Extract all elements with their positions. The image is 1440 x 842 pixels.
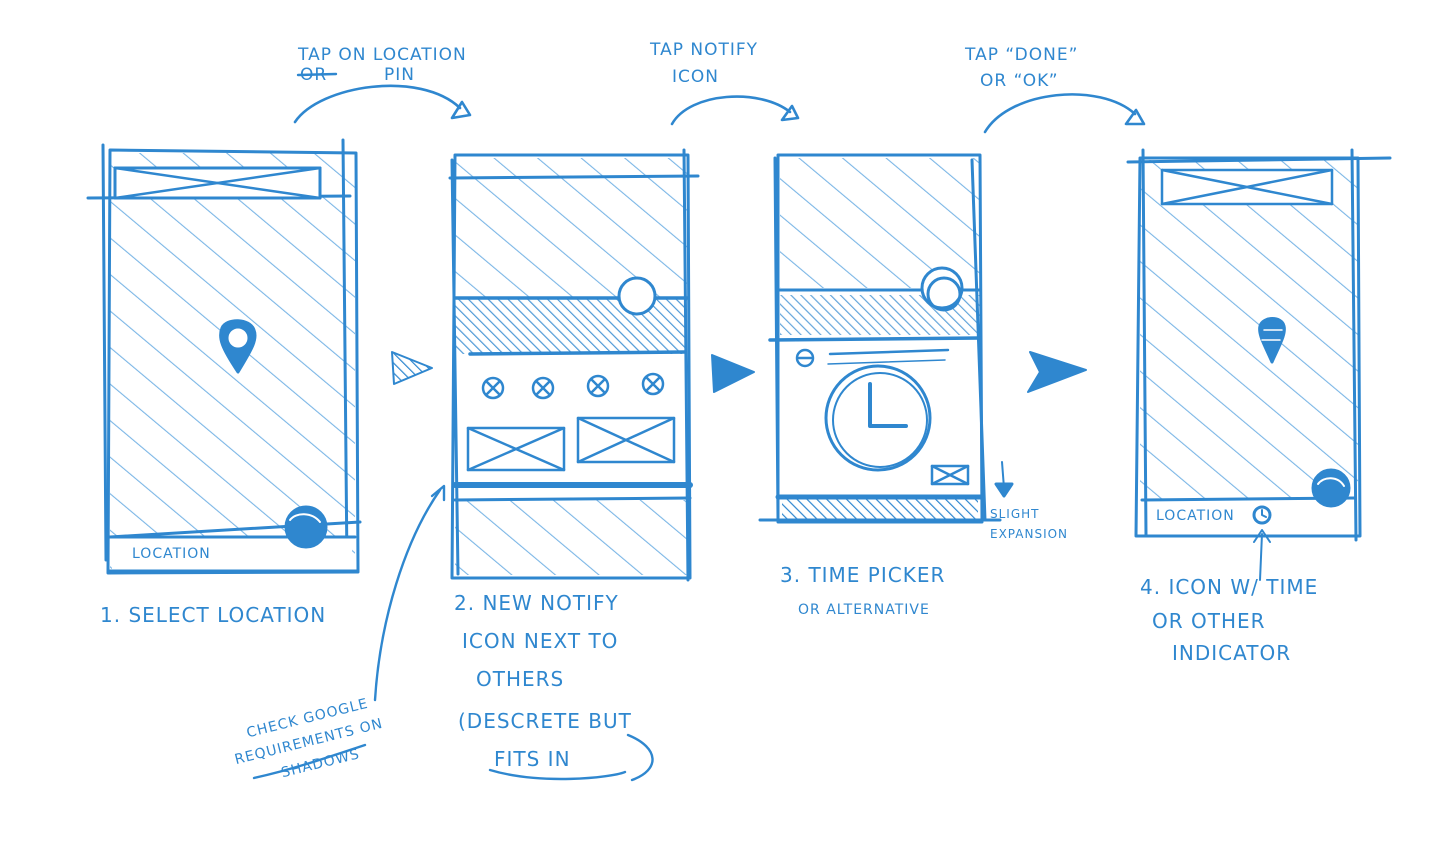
transition-2-line2: ICON [672,67,719,87]
screen-3-annotation-line2: EXPANSION [990,527,1068,541]
shadows-note: CHECK GOOGLE REQUIREMENTS ON SHADOWS [233,696,385,782]
circle-button-icon [920,266,964,312]
map-pin-icon [219,319,257,374]
transition-2-label: TAP NOTIFY ICON [649,40,758,87]
screen-4-caption-line3: INDICATOR [1172,641,1291,665]
transition-1-label: TAP ON LOCATION OR PIN [297,45,467,85]
image-placeholder-icon [930,464,970,486]
screen-2-caption-line2: ICON NEXT TO [462,629,618,653]
screen-3-annotation: SLIGHT EXPANSION [990,507,1068,541]
screen-2-caption-line5: FITS IN [494,747,571,771]
screen-3-caption-line1: 3. TIME PICKER [780,563,945,587]
transition-1-pin: PIN [384,65,415,85]
image-placeholder-icon [466,416,676,472]
screen-2-new-notify-icon [448,148,700,582]
screen-1-caption-line1: 1. SELECT LOCATION [100,603,326,627]
screen-1-top-placeholder [113,166,322,200]
screen-1-caption: 1. SELECT LOCATION [100,603,326,627]
screen-1-select-location [86,138,362,575]
screen-2-caption-line4: (DESCRETE BUT [458,709,632,733]
transition-2-line1: TAP NOTIFY [649,40,758,60]
screen-3-annotation-line1: SLIGHT [990,507,1040,521]
clock-icon [824,364,932,472]
transition-1-line1: TAP ON LOCATION [297,45,467,65]
map-pin-icon [1258,317,1286,364]
screen-1-bottom-bar-label: LOCATION [132,546,211,562]
screen-4-bottom-bar-label: LOCATION [1156,508,1235,524]
floating-action-icon [1311,468,1351,508]
screen-4-indicator [1126,148,1392,581]
screen-2-caption: 2. NEW NOTIFY ICON NEXT TO OTHERS (DESCR… [454,591,632,771]
transition-3-label: TAP “DONE” OR “OK” [964,45,1078,91]
picker-slider [795,348,950,368]
screen-2-caption-line1: 2. NEW NOTIFY [454,591,619,615]
screen-3-caption-line2: OR ALTERNATIVE [798,602,930,618]
circle-button-icon [617,276,657,316]
screen-4-caption: 4. ICON W/ TIME OR OTHER INDICATOR [1140,575,1318,665]
flow-arrow-icon [391,351,1087,393]
screen-4-top-placeholder [1160,168,1334,206]
screen-2-caption-line3: OTHERS [476,667,564,691]
screen-3-caption: 3. TIME PICKER OR ALTERNATIVE [780,563,945,618]
annotation-strokes [252,72,654,782]
alarm-indicator-icon [1252,505,1272,525]
screen-3-time-picker [758,153,1014,524]
crossed-circle-icon [481,372,665,400]
transition-3-line2: OR “OK” [980,71,1059,91]
screen-4-caption-line2: OR OTHER [1152,609,1266,633]
screen-4-caption-line1: 4. ICON W/ TIME [1140,575,1318,599]
transition-arrows [293,84,1146,134]
transition-1-or: OR [300,65,327,85]
transition-3-line1: TAP “DONE” [964,45,1078,65]
expansion-arrow-icon [994,461,1014,498]
floating-action-icon [284,505,328,549]
